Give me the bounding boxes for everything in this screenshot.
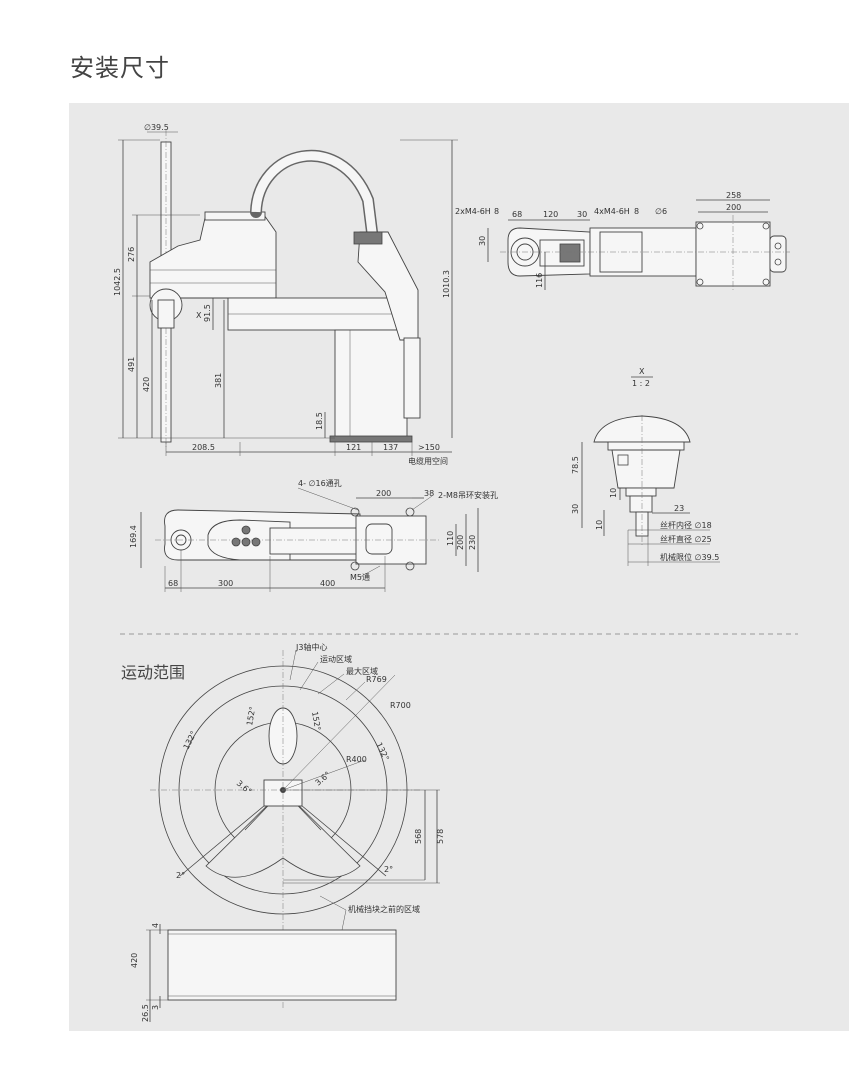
- dim-26: 26.5: [141, 1004, 150, 1022]
- motion-range: 运动范围 J3轴中心 运动区域 最大区域 R769 R700 R400 15: [121, 642, 445, 1022]
- angle-2-left: 2°: [176, 871, 185, 880]
- callout-d6: ∅6: [655, 207, 667, 216]
- callout-m4-a: 2xM4-6H: [455, 207, 491, 216]
- dim-230: 230: [468, 535, 477, 550]
- dim-10-lower: 10: [595, 520, 604, 530]
- dim-18: 18.5: [315, 412, 324, 430]
- dim-68-base: 68: [168, 579, 178, 588]
- detail-x-marker: X: [196, 311, 202, 320]
- dim-137: 137: [383, 443, 398, 452]
- dim-30-detail: 30: [571, 504, 580, 514]
- dim-3: 3: [151, 1005, 160, 1010]
- angle-3-6-left: 3.6°: [235, 779, 254, 797]
- dim-23: 23: [674, 504, 684, 513]
- dim-491: 491: [127, 357, 136, 372]
- base-column: [334, 329, 408, 439]
- callout-m5: M5通: [350, 572, 370, 582]
- dim-200-top: 200: [726, 203, 741, 212]
- angle-132-left: 132°: [182, 730, 199, 751]
- dim-276: 276: [127, 247, 136, 262]
- detail-housing: [611, 449, 681, 489]
- detail-x-title: X: [639, 367, 645, 376]
- side-view: ∅39.5 276 1042.5 91.5 491 420 381 18.5 1…: [113, 123, 458, 466]
- screw-outer-dia: 丝杆直径 ∅25: [660, 534, 712, 544]
- dim-169: 169.4: [129, 525, 138, 548]
- dim-578: 578: [436, 829, 445, 844]
- dim-200-base: 200: [376, 489, 391, 498]
- base-view: 4- ∅16通孔 200 38 2-M8吊环安装孔 169.4 110 200 …: [129, 478, 498, 592]
- dim-screw-dia: ∅39.5: [144, 123, 169, 132]
- dim-120: 120: [543, 210, 558, 219]
- dim-38: 38: [424, 489, 434, 498]
- dim-150: >150: [418, 443, 440, 452]
- motion-area-label: 运动区域: [320, 654, 352, 664]
- dim-1042: 1042.5: [113, 268, 122, 296]
- angle-3-6-right: 3.6°: [314, 770, 333, 788]
- dim-110: 110: [446, 531, 455, 546]
- dim-4: 4: [151, 923, 160, 928]
- screw-inner-dia: 丝杆内径 ∅18: [660, 520, 712, 530]
- dim-30-vertical: 30: [478, 236, 487, 246]
- detail-x: X 1 : 2 78.5 10 30 23 10 丝杆内径 ∅18 丝杆直径 ∅…: [571, 367, 720, 566]
- dim-420: 420: [142, 377, 151, 392]
- dim-568: 568: [414, 829, 423, 844]
- dim-420-motion: 420: [130, 953, 139, 968]
- callout-through-holes: 4- ∅16通孔: [298, 478, 342, 488]
- max-area-label: 最大区域: [346, 666, 378, 676]
- dim-30-top: 30: [577, 210, 587, 219]
- cable-space-label: 电缆用空间: [408, 456, 448, 466]
- motion-side-profile: [167, 929, 397, 1001]
- callout-eyebolt: 2-M8吊环安装孔: [438, 490, 498, 500]
- stop-area-label: 机械挡块之前的区域: [348, 904, 420, 914]
- angle-2-right: 2°: [384, 865, 393, 874]
- angle-132-right: 132°: [374, 741, 391, 762]
- dim-10-upper: 10: [609, 488, 618, 498]
- dim-300: 300: [218, 579, 233, 588]
- dim-400: 400: [320, 579, 335, 588]
- dim-1010: 1010.3: [442, 270, 451, 298]
- dim-258: 258: [726, 191, 741, 200]
- dim-116: 116: [535, 273, 544, 288]
- dim-91: 91.5: [203, 304, 212, 322]
- callout-m4-a-depth: 8: [494, 207, 499, 216]
- mechanical-limit: 机械限位 ∅39.5: [660, 552, 719, 562]
- angle-152-left: 152°: [245, 706, 257, 727]
- motion-range-title: 运动范围: [121, 663, 185, 682]
- callout-m4-b-depth: 8: [634, 207, 639, 216]
- dim-381: 381: [214, 373, 223, 388]
- detail-scale: 1 : 2: [632, 379, 650, 388]
- radius-400: R400: [346, 755, 367, 764]
- dim-78: 78.5: [571, 456, 580, 474]
- top-view: 2xM4-6H 8 68 120 30 4xM4-6H 8 ∅6 258 200…: [455, 191, 790, 292]
- dim-121: 121: [346, 443, 361, 452]
- dim-208: 208.5: [192, 443, 215, 452]
- radius-769: R769: [366, 675, 387, 684]
- j3-axis-center: J3轴中心: [295, 642, 327, 652]
- dim-68-top: 68: [512, 210, 522, 219]
- page-title: 安装尺寸: [70, 54, 170, 82]
- radius-700: R700: [390, 701, 411, 710]
- callout-m4-b: 4xM4-6H: [594, 207, 630, 216]
- angle-152-right: 152°: [310, 711, 322, 732]
- dim-200-vertical: 200: [456, 535, 465, 550]
